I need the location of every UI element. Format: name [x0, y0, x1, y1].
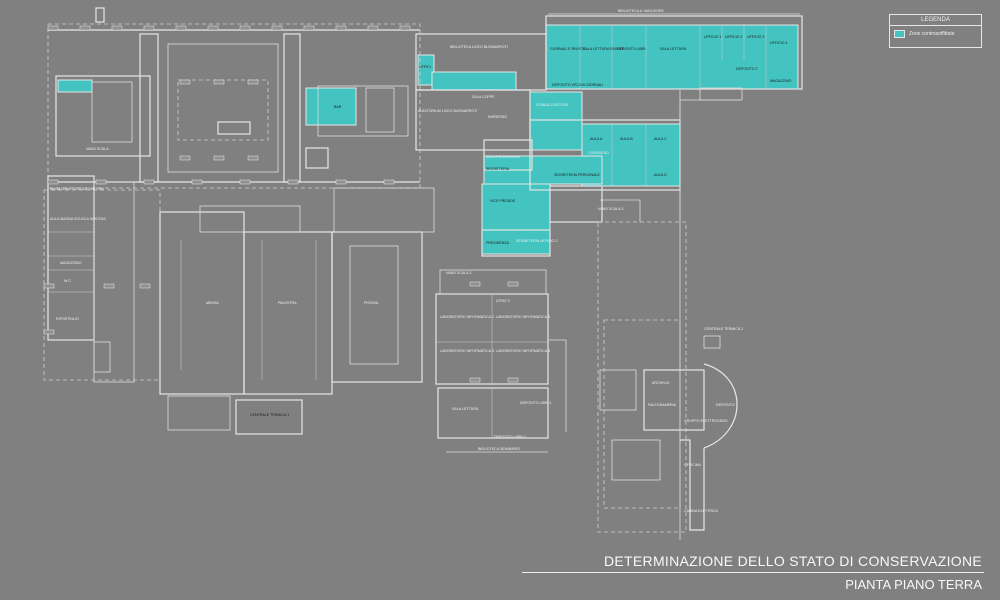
label-auditorium: AUDITORIUM LICEO BUONARROTI	[418, 109, 477, 113]
label-sala-coppe: SALA COPPE	[472, 95, 495, 99]
label-uffici: UFFICI	[419, 65, 431, 69]
label-corridoio: CORRIDOIO	[588, 151, 609, 155]
label-magazzino: MAGAZZINO	[770, 79, 792, 83]
label-segreteria-personale: SEGRETERIA PERSONALE	[554, 173, 601, 177]
label-deposito-libri-1: DEPOSITO LIBRI 1	[520, 401, 552, 405]
drawing-subtitle: PIANTA PIANO TERRA	[845, 577, 982, 592]
pillar-tags	[43, 25, 519, 383]
label-bar: BAR	[334, 105, 342, 109]
label-vice-preside: VICE PRESIDE	[490, 199, 516, 203]
label-palestra: PALESTRA	[278, 301, 297, 305]
label-officina: OFFICINA	[684, 463, 701, 467]
label-falegnameria: FALEGNAMERIA	[648, 403, 677, 407]
legend-item-label: Zone controsoffittate	[909, 31, 955, 37]
label-magazzino-scuola: MAGAZZINO SCUOLA SANTONI	[50, 187, 104, 191]
label-biblioteca-maggiore: BIBLIOTECA A. MAGGIORE	[618, 9, 665, 13]
label-segreteria: SEGRETERIA	[486, 167, 510, 171]
label-deposito-libri-2: DEPOSITO LIBRI 2	[494, 435, 526, 439]
zone-uffici	[417, 54, 435, 86]
legend-item: Zone controsoffittate	[890, 26, 981, 42]
label-biblioteca-seminario: BIBLIOTECA SEMINARIO	[478, 447, 520, 451]
label-sala-lettura-2: SALA LETTURA	[452, 407, 479, 411]
label-gruppo-elettrogeno: GRUPPO ELETTROGENO	[684, 419, 728, 423]
label-sala-lettura-riviste: SALA LETTURA RIVISTE	[583, 47, 625, 51]
zone-wc	[57, 79, 93, 93]
label-stanza-custode: STANZA CUSTODE	[536, 103, 569, 107]
walls	[43, 7, 803, 540]
label-cabina-elettrica: CABINA ELETTRICA	[684, 509, 719, 513]
label-biblioteca-liceo: BIBLIOTECA LICEO BUONARROTI	[450, 45, 508, 49]
zone-bar	[305, 87, 357, 126]
zone-library-north	[545, 24, 799, 90]
label-vano-scala-3: VANO SCALA 3	[598, 207, 624, 211]
legend: LEGENDA Zone controsoffittate	[889, 14, 982, 48]
label-ufficio-2: UFFICIO 2	[725, 35, 742, 39]
label-segreteria-ufficio-2: SEGRETERIA UFFICIO 2	[516, 239, 557, 243]
label-piscina: PISCINA	[364, 301, 379, 305]
label-aula-c: AULA C	[654, 137, 667, 141]
label-ufficio-4: UFFICIO 4	[770, 41, 787, 45]
label-aula-d: AULA D	[654, 173, 667, 177]
label-sala-lettura: SALA LETTURA	[660, 47, 687, 51]
label-aula-professori: AULA PROFESSORI	[486, 155, 520, 159]
zone-lobby	[431, 71, 517, 91]
label-ingresso: INGRESSO	[488, 115, 507, 119]
label-lab-inf-a: LABORATORIO INFORMATICA A	[496, 315, 551, 319]
label-deposito-2: DEPOSITO 2	[736, 67, 758, 71]
label-magazzino-b: MAGAZZINO	[60, 261, 82, 265]
label-aula-magna: AULA MAGNA SCUOLA SANTONI	[50, 217, 106, 221]
label-mensa: MENSA	[206, 301, 219, 305]
label-ufficio-3: UFFICIO 3	[747, 35, 764, 39]
label-vano-scala: VANO SCALA	[86, 147, 109, 151]
label-presidenza: PRESIDENZA	[486, 241, 510, 245]
label-giornali: GIORNALI E RIVISTE	[550, 47, 586, 51]
label-deposito: DEPOSITO	[716, 403, 735, 407]
highlighted-zones	[57, 24, 799, 255]
label-ufficio-1: UFFICIO 1	[704, 35, 721, 39]
label-lab-inf-c: LABORATORIO INFORMATICA C	[440, 315, 495, 319]
label-centrale-termica-2: CENTRALE TERMICA 2	[704, 327, 743, 331]
title-block: DETERMINAZIONE DELLO STATO DI CONSERVAZI…	[522, 553, 984, 592]
label-archivio: ARCHIVIO	[652, 381, 670, 385]
label-wc: W.C.	[64, 279, 72, 283]
label-lab-inf-b: LABORATORIO INFORMATICA B	[496, 349, 551, 353]
drawing-title: DETERMINAZIONE DELLO STATO DI CONSERVAZI…	[522, 553, 984, 573]
zone-presidenza	[481, 183, 551, 255]
room-labels: BIBLIOTECA A. MAGGIORE BIBLIOTECA LICEO …	[50, 9, 792, 513]
label-centrale-termica: CENTRALE TERMICA 1	[250, 413, 289, 417]
label-deposito-libri: DEPOSITO LIBRI	[617, 47, 646, 51]
legend-swatch	[894, 30, 905, 38]
legend-title: LEGENDA	[890, 15, 981, 26]
zone-corridoio	[529, 91, 583, 151]
label-vano-scala-2: VANO SCALA 2	[446, 271, 472, 275]
label-lab-inf-d: LABORATORIO INFORMATICA D	[440, 349, 495, 353]
label-aula-a: AULA A	[590, 137, 603, 141]
label-deposito-vecchi-giornali: DEPOSITO VECCHI GIORNALI	[552, 83, 603, 87]
label-ripostiglio: RIPOSTIGLIO	[56, 317, 79, 321]
label-atrio: ATRIO 2	[496, 299, 510, 303]
label-aula-b: AULA B	[620, 137, 633, 141]
